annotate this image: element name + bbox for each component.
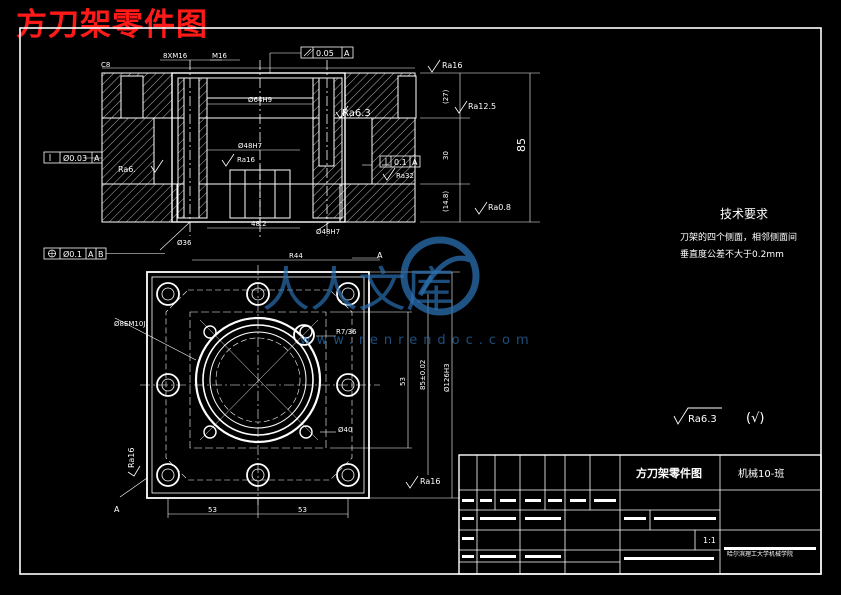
title-block-class: 机械10-班 [738, 467, 784, 480]
section-a: A [114, 505, 120, 514]
watermark-url: www.renrendoc.com [300, 333, 535, 348]
roughness-small: Ra32 [396, 172, 414, 180]
dim-r76: R7/36 [336, 328, 357, 336]
dim-c8: C8 [101, 61, 110, 69]
title-block-school: 哈尔滨理工大学机械学院 [727, 550, 793, 558]
tech-req-line2: 垂直度公差不大于0.2mm [680, 248, 784, 260]
roughness-symbols-front [150, 59, 488, 215]
roughness-top: Ra16 [442, 61, 462, 70]
dim-height: 85 [515, 138, 528, 152]
sheet-border [19, 27, 822, 575]
dim-total: Ø126H3 [443, 363, 451, 392]
watermark-logo [400, 236, 480, 316]
dim-27: (27) [442, 89, 450, 104]
roughness-bottom: Ra16 [420, 477, 440, 486]
roughness-bottom-right: Ra0.8 [488, 203, 511, 212]
pos-datum-a: A [88, 250, 94, 259]
roughness-left: Ra6. [118, 165, 136, 174]
dim-bore2: Ø48H7 [238, 142, 262, 150]
dim-30: 30 [442, 151, 450, 160]
coax-tol: Ø0.03 [63, 153, 87, 163]
roughness-corner: Ra16 [127, 448, 136, 468]
roughness-right: Ra12.5 [468, 102, 496, 111]
perp-datum: A [412, 158, 418, 167]
pos-tol: Ø0.1 [63, 249, 82, 259]
front-section-view [85, 59, 540, 251]
dim-slot: 8XM16 [163, 52, 188, 60]
dim-bore: Ø64H9 [248, 96, 272, 104]
coaxiality-frame: Ø0.03 A [43, 151, 103, 164]
dim-53b: 53 [298, 506, 307, 514]
dim-53a: 53 [208, 506, 217, 514]
dim-bottom-left: Ø36 [177, 239, 192, 247]
dim-side: 85±0.02 [419, 360, 427, 390]
title-block-scale: 1:1 [703, 536, 716, 545]
coax-datum: A [94, 154, 100, 163]
overlay-title: 方刀架零件图 [16, 7, 208, 43]
dim-bottom-right: Ø48H7 [316, 228, 340, 236]
flatness-datum: A [344, 49, 350, 58]
tech-req-line1: 刀架的四个侧面，相邻侧面间 [680, 231, 797, 243]
perp-tol: 0.1 [394, 158, 407, 167]
flatness-frame: 0.05 A [269, 46, 354, 73]
roughness-inner: Ra16 [237, 156, 255, 164]
dim-53c: 53 [399, 377, 407, 386]
dim-r44: R44 [289, 252, 303, 260]
title-block [458, 454, 822, 575]
tech-req-heading: 技术要求 [720, 207, 768, 221]
flatness-tol: 0.05 [316, 49, 334, 58]
title-block-part-name: 方刀架零件图 [636, 466, 702, 480]
title-block-grid-marks [462, 499, 816, 560]
dim-ring: Ø40 [338, 426, 352, 434]
dim-hole: Ø8EM10J [114, 320, 145, 328]
watermark-text: 人人文库 [262, 262, 454, 318]
dim-f: (14.8) [442, 191, 450, 212]
position-frame: Ø0.1 A B [43, 247, 165, 260]
general-roughness-symbol [673, 407, 722, 425]
general-roughness-paren: (√) [746, 411, 764, 426]
roughness-center: Ra6.3 [342, 108, 371, 119]
general-roughness-value: Ra6.3 [688, 414, 717, 425]
dim-m16: M16 [212, 52, 227, 60]
roughness-symbols-plan [127, 465, 419, 489]
section-a2: A [377, 251, 383, 260]
pos-datum-b: B [98, 250, 104, 259]
dim-48: 48.2 [251, 220, 267, 228]
perpendicularity-frame: 0.1 A [379, 155, 421, 168]
